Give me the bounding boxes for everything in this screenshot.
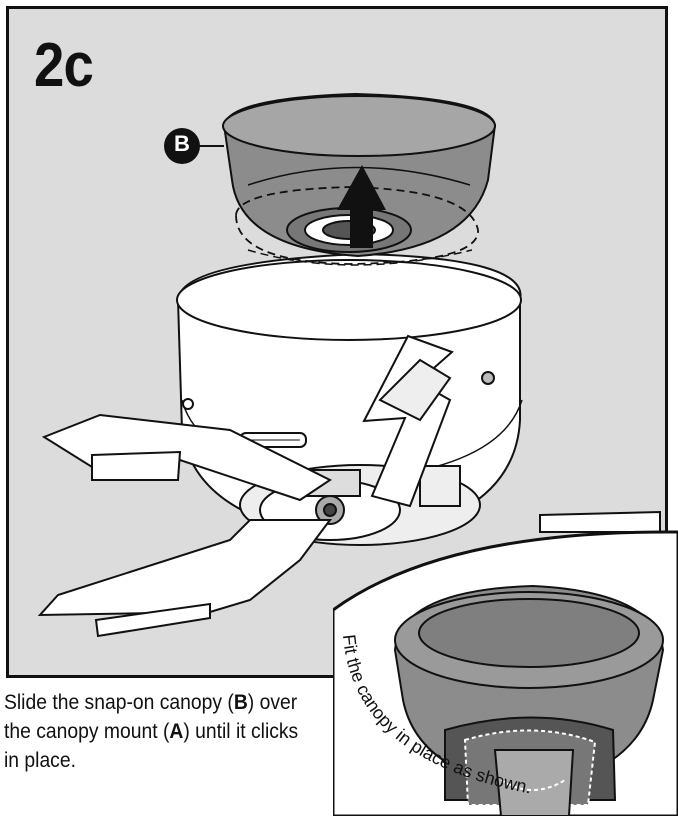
- fan-body: [176, 252, 523, 546]
- callout-b-letter: B: [174, 131, 190, 156]
- caption-text-3: ) until it clicks in place.: [4, 720, 299, 772]
- step-number: 2c: [34, 31, 94, 100]
- inset-canopy: [393, 584, 665, 816]
- caption-letter-b: B: [233, 691, 248, 714]
- caption-letter-a: A: [169, 720, 184, 743]
- caption-text-2: ) over the canopy mount (: [4, 691, 298, 743]
- inset-detail: Fit the canopy in place as shown.: [333, 530, 678, 816]
- caption-text-1: Slide the snap-on canopy (: [4, 691, 234, 714]
- fan-blades: [37, 334, 661, 638]
- up-arrow-icon: [337, 165, 386, 248]
- instruction-caption: Slide the snap-on canopy (B) over the ca…: [4, 688, 298, 775]
- callout-b-badge: [164, 128, 200, 164]
